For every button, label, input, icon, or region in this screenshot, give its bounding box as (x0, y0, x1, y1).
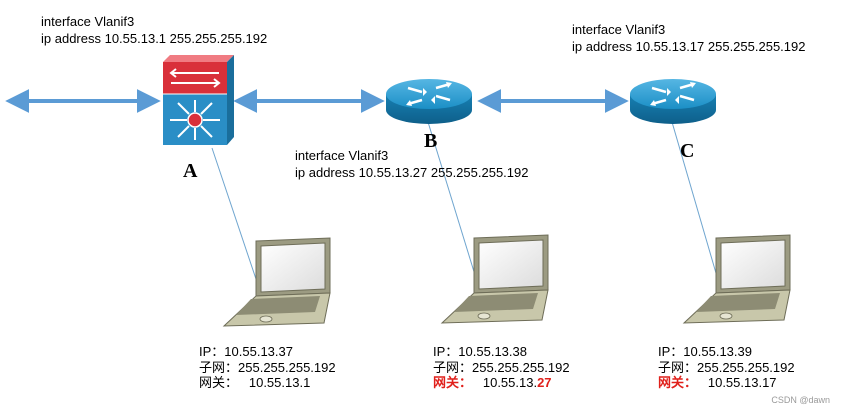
host2-gw: 10.55.13. (482, 375, 538, 390)
laptop-host2-icon (440, 234, 549, 324)
laptop-host1-icon (222, 237, 331, 327)
host-info-1: IP：10.55.13.37 子网：255.255.255.192 网关： 10… (199, 344, 336, 391)
host3-gw: 10.55.13.17 (707, 375, 777, 390)
laptop-host3-icon (682, 234, 791, 324)
host1-ip: 10.55.13.37 (224, 344, 293, 359)
host-info-3: IP：10.55.13.39 子网：255.255.255.192 网关： 10… (658, 344, 795, 391)
host3-mask: 255.255.255.192 (697, 359, 795, 375)
host1-mask: 255.255.255.192 (238, 359, 336, 375)
host2-ip-key: IP： (433, 344, 459, 359)
node-label-b: B (424, 130, 438, 152)
config-c-line2: ip address 10.55.13.17 255.255.255.192 (572, 39, 806, 54)
config-device-a: interface Vlanif3 ip address 10.55.13.1 … (41, 13, 267, 47)
config-a-line1: interface Vlanif3 (41, 14, 135, 29)
cable-a-host1 (211, 147, 259, 286)
switch-a-icon (163, 55, 234, 145)
host-info-2: IP：10.55.13.38 子网：255.255.255.192 网关： 10… (433, 344, 570, 391)
config-device-c: interface Vlanif3 ip address 10.55.13.17… (572, 21, 805, 55)
config-a-line2: ip address 10.55.13.1 255.255.255.192 (41, 31, 268, 46)
host2-mask: 255.255.255.192 (472, 359, 570, 375)
host1-gw: 10.55.13.1 (248, 375, 311, 390)
config-b-line2: ip address 10.55.13.27 255.255.255.192 (295, 165, 529, 180)
host3-gw-key: 网关： (658, 375, 698, 390)
router-c-icon (630, 79, 716, 124)
host2-ip: 10.55.13.38 (458, 344, 527, 359)
host3-mask-key: 子网： (658, 359, 698, 375)
host1-gw-key: 网关： (199, 375, 239, 390)
host2-gw-key: 网关： (433, 375, 473, 390)
host3-ip-key: IP： (658, 344, 684, 359)
node-label-a: A (183, 160, 198, 182)
config-device-b: interface Vlanif3 ip address 10.55.13.27… (295, 147, 528, 181)
cable-b-host2 (427, 121, 476, 276)
host3-ip: 10.55.13.39 (683, 344, 752, 359)
router-b-icon (386, 79, 472, 124)
host1-ip-key: IP： (199, 344, 225, 359)
watermark: CSDN @dawn (771, 395, 830, 405)
node-label-c: C (680, 140, 695, 162)
cable-c-host3 (671, 121, 719, 281)
host1-mask-key: 子网： (199, 359, 239, 375)
config-c-line1: interface Vlanif3 (572, 22, 666, 37)
host2-mask-key: 子网： (433, 359, 473, 375)
host2-gw-suffix: 27 (537, 375, 552, 390)
config-b-line1: interface Vlanif3 (295, 148, 389, 163)
